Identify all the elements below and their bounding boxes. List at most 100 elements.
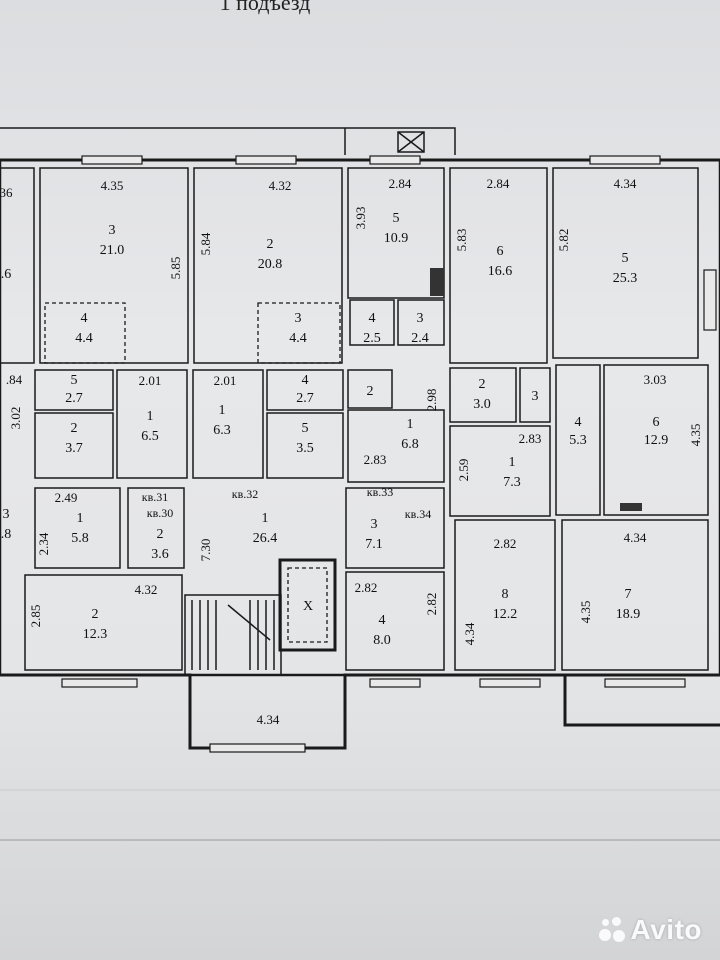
dimension: 4.34	[614, 176, 637, 191]
room-number: 4	[575, 415, 582, 430]
room-number: 1	[262, 511, 269, 526]
dimension: 3.02	[8, 407, 23, 430]
dimension: 36	[0, 185, 13, 200]
room-number: 3	[109, 223, 116, 238]
room-a3-box	[39, 167, 189, 364]
room-m2-4-box	[266, 369, 344, 411]
room-area: 7.1	[365, 537, 383, 552]
room-area: .8	[1, 527, 12, 542]
room-number: 5	[302, 421, 309, 436]
dimension: 7.30	[198, 539, 213, 562]
room-m1-1-box	[116, 369, 188, 479]
room-number: 8	[502, 587, 509, 602]
avito-logo-icon	[598, 917, 625, 943]
room-area: 5.3	[569, 433, 587, 448]
room-m1-5-box	[34, 369, 114, 411]
room-area: 3.0	[473, 397, 491, 412]
room-number: 1	[147, 409, 154, 424]
room-area: 4.4	[75, 331, 93, 346]
dimension: 4.35	[101, 178, 124, 193]
dimension: 2.59	[456, 459, 471, 482]
windows	[61, 155, 717, 753]
room-area: 21.0	[100, 243, 125, 258]
dimension: 2.98	[424, 389, 439, 412]
radiator-mark	[620, 503, 642, 511]
room-number: 4	[379, 613, 386, 628]
balcony-outline	[0, 127, 456, 155]
apartment-label: кв.30	[147, 506, 174, 520]
room-area: 2.5	[363, 331, 381, 346]
room-s5-7-box	[561, 519, 709, 671]
shaft-mark	[430, 268, 444, 296]
apartment-label: кв.31	[142, 490, 169, 504]
room-number: 1	[77, 511, 84, 526]
dimension: 5.85	[168, 257, 183, 280]
room-m2-1-box	[192, 369, 264, 479]
room-number: 2	[92, 607, 99, 622]
stair-treads	[191, 600, 275, 670]
apartment-label: кв.34	[405, 507, 432, 521]
room-area: 26.4	[253, 531, 278, 546]
room-number: 1	[509, 455, 516, 470]
vent-shaft	[397, 131, 425, 153]
room-number: 6	[497, 244, 504, 259]
room-number: 1	[407, 417, 414, 432]
room-area: 7.3	[503, 475, 521, 490]
dimension: 2.82	[355, 580, 378, 595]
room-area: 2.7	[296, 391, 314, 406]
dimension: 4.32	[135, 582, 158, 597]
dimension: 5.82	[556, 229, 571, 252]
room-m5-6-box	[603, 364, 709, 516]
dimension: 4.34	[462, 622, 477, 645]
room-area: 6.8	[401, 437, 419, 452]
room-number: 5	[71, 373, 78, 388]
dimension: .84	[6, 372, 23, 387]
dimension: 5.83	[454, 229, 469, 252]
room-number: 4	[81, 311, 88, 326]
room-s4-8-box	[454, 519, 556, 671]
room-area: 12.3	[83, 627, 108, 642]
dimension: 5.84	[198, 232, 213, 255]
room-s1-2-box	[127, 487, 185, 569]
room-area: 12.2	[493, 607, 518, 622]
room-s2-2-box	[24, 574, 183, 671]
room-number: 5	[393, 211, 400, 226]
avito-logo-text: Avito	[630, 914, 702, 945]
dimension: 3.03	[644, 372, 667, 387]
room-m2-5-box	[266, 412, 344, 479]
room-number: 2	[267, 237, 274, 252]
room-area: 25.3	[613, 271, 638, 286]
apartment-label: кв.32	[232, 487, 259, 501]
room-number: 2	[71, 421, 78, 436]
room-number: 3	[532, 389, 539, 404]
room-number: 3	[417, 311, 424, 326]
room-c3-box	[397, 299, 445, 346]
room-area: 10.9	[384, 231, 409, 246]
room-area: 4.4	[289, 331, 307, 346]
room-area: 6.3	[213, 423, 231, 438]
elevator-shaft	[278, 558, 337, 652]
room-s3-4-box	[345, 571, 445, 671]
room-area: .6	[1, 267, 12, 282]
dimension: 2.83	[364, 452, 387, 467]
room-m5-4-box	[555, 364, 601, 516]
room-labels: .6 3 .8 3 21.0 4 4.4 2 20.8 3 4.4 5 10.9…	[1, 211, 669, 648]
room-number: 5	[622, 251, 629, 266]
room-c5-box	[347, 167, 445, 299]
room-area: 3.5	[296, 441, 314, 456]
room-area: 18.9	[616, 607, 641, 622]
room-m3-1-box	[347, 409, 445, 483]
apartment-label: кв.33	[367, 485, 394, 499]
dimension: 2.01	[139, 373, 162, 388]
room-b3-box	[257, 302, 341, 364]
room-area: 12.9	[644, 433, 669, 448]
dimension: 2.82	[494, 536, 517, 551]
room-number: 2	[367, 384, 374, 399]
dimension: 2.84	[389, 176, 412, 191]
room-m1-2-box	[34, 412, 114, 479]
room-number: 2	[157, 527, 164, 542]
room-area: 3.7	[65, 441, 83, 456]
room-number: 6	[653, 415, 660, 430]
dimension: 2.49	[55, 490, 78, 505]
dimension-labels: 36 4.35 4.32 2.84 2.84 4.34 5.85 5.84 3.…	[0, 176, 703, 727]
